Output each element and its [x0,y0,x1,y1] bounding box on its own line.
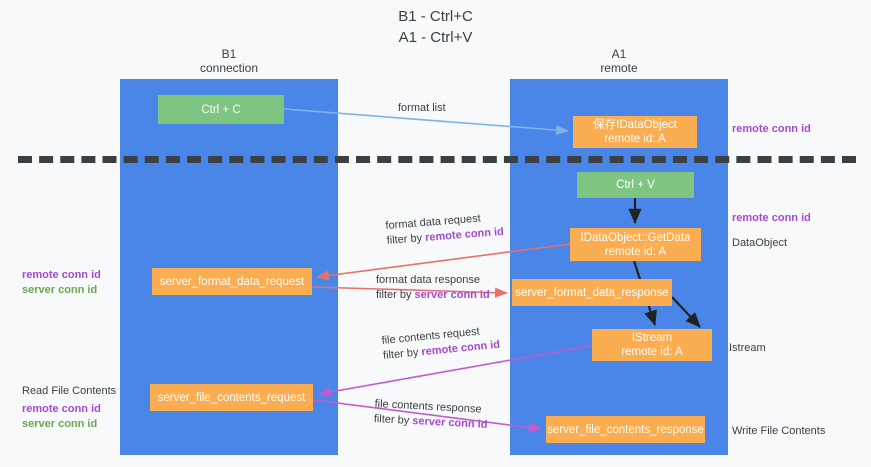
box-getdata-line1: IDataObject::GetData [580,231,691,244]
annotation-left-conn-ids-2: remote conn id server conn id [22,402,101,432]
edge-label-file-contents-response-filter-key: server conn id [411,414,488,431]
box-ctrl-c-label: Ctrl + C [201,103,241,116]
annotation-remote-conn-id-top: remote conn id [732,123,811,135]
box-istream-line1: IStream [631,332,673,344]
diagram-title: B1 - Ctrl+C A1 - Ctrl+V [398,8,473,46]
edge-label-format-data-request: format data request filter by remote con… [385,210,504,249]
annotation-remote-conn-id-mid: remote conn id [732,212,811,224]
box-server-format-data-request[interactable]: server_format_data_request [152,268,312,295]
box-idataobject-store[interactable]: 保存IDataObject remote id: A [573,116,697,148]
box-istream[interactable]: IStream remote id: A [592,329,712,361]
lane-header-a1-name: A1 [611,47,627,61]
annotation-left-remote-conn-id-2: remote conn id [22,403,101,415]
box-server-file-contents-request[interactable]: server_file_contents_request [150,384,313,411]
lane-header-a1: A1 remote [510,47,728,75]
box-server-file-contents-request-label: server_file_contents_request [157,391,306,404]
box-server-format-data-request-label: server_format_data_request [159,275,305,288]
box-server-file-contents-response[interactable]: server_file_contents_response [546,416,705,443]
lane-header-a1-sub: remote [600,61,638,75]
edge-label-format-data-response: format data response filter by server co… [376,273,490,303]
annotation-write-file-contents: Write File Contents [732,425,826,437]
lane-header-b1: B1 connection [120,47,338,75]
lane-header-b1-sub: connection [199,61,259,75]
box-server-format-data-response-label: server_format_data_response [515,286,669,299]
phase-divider [18,156,856,163]
edge-label-file-contents-response-filter-prefix: filter by [373,412,413,427]
annotation-left-conn-ids-1: remote conn id server conn id [22,268,101,298]
box-server-file-contents-response-label: server_file_contents_response [547,423,704,436]
box-ctrl-v[interactable]: Ctrl + V [577,172,694,198]
lane-header-b1-name: B1 [221,47,237,61]
box-server-format-data-response[interactable]: server_format_data_response [512,279,672,306]
edge-label-format-list: format list [398,101,446,116]
box-ctrl-c[interactable]: Ctrl + C [158,95,284,124]
edge-label-format-data-response-filter-prefix: filter by [376,289,415,301]
annotation-left-remote-conn-id-1: remote conn id [22,269,101,281]
annotation-left-server-conn-id-1: server conn id [22,284,98,296]
box-istream-line2: remote id: A [621,346,683,358]
edge-label-format-list-text: format list [398,102,446,114]
edge-label-file-contents-response: file contents response filter by server … [373,397,488,433]
box-idataobject-store-line2: remote id: A [604,133,666,145]
box-idataobject-getdata[interactable]: IDataObject::GetData remote id: A [570,228,701,261]
edge-label-file-contents-request-filter-prefix: filter by [382,346,423,362]
annotation-dataobject: DataObject [732,237,788,249]
box-ctrl-v-label: Ctrl + V [616,179,655,191]
edge-label-file-contents-request: file contents request filter by remote c… [381,323,501,364]
annotation-read-file-contents: Read File Contents [22,385,117,397]
edge-label-format-data-response-filter-key: server conn id [414,289,490,301]
box-idataobject-store-line1: 保存IDataObject [593,119,677,131]
annotation-istream: Istream [729,342,766,354]
edge-label-format-data-request-filter-prefix: filter by [386,231,426,247]
edge-label-format-data-response-text: format data response [376,274,480,286]
annotation-left-server-conn-id-2: server conn id [22,418,98,430]
box-getdata-line2: remote id: A [604,245,667,258]
